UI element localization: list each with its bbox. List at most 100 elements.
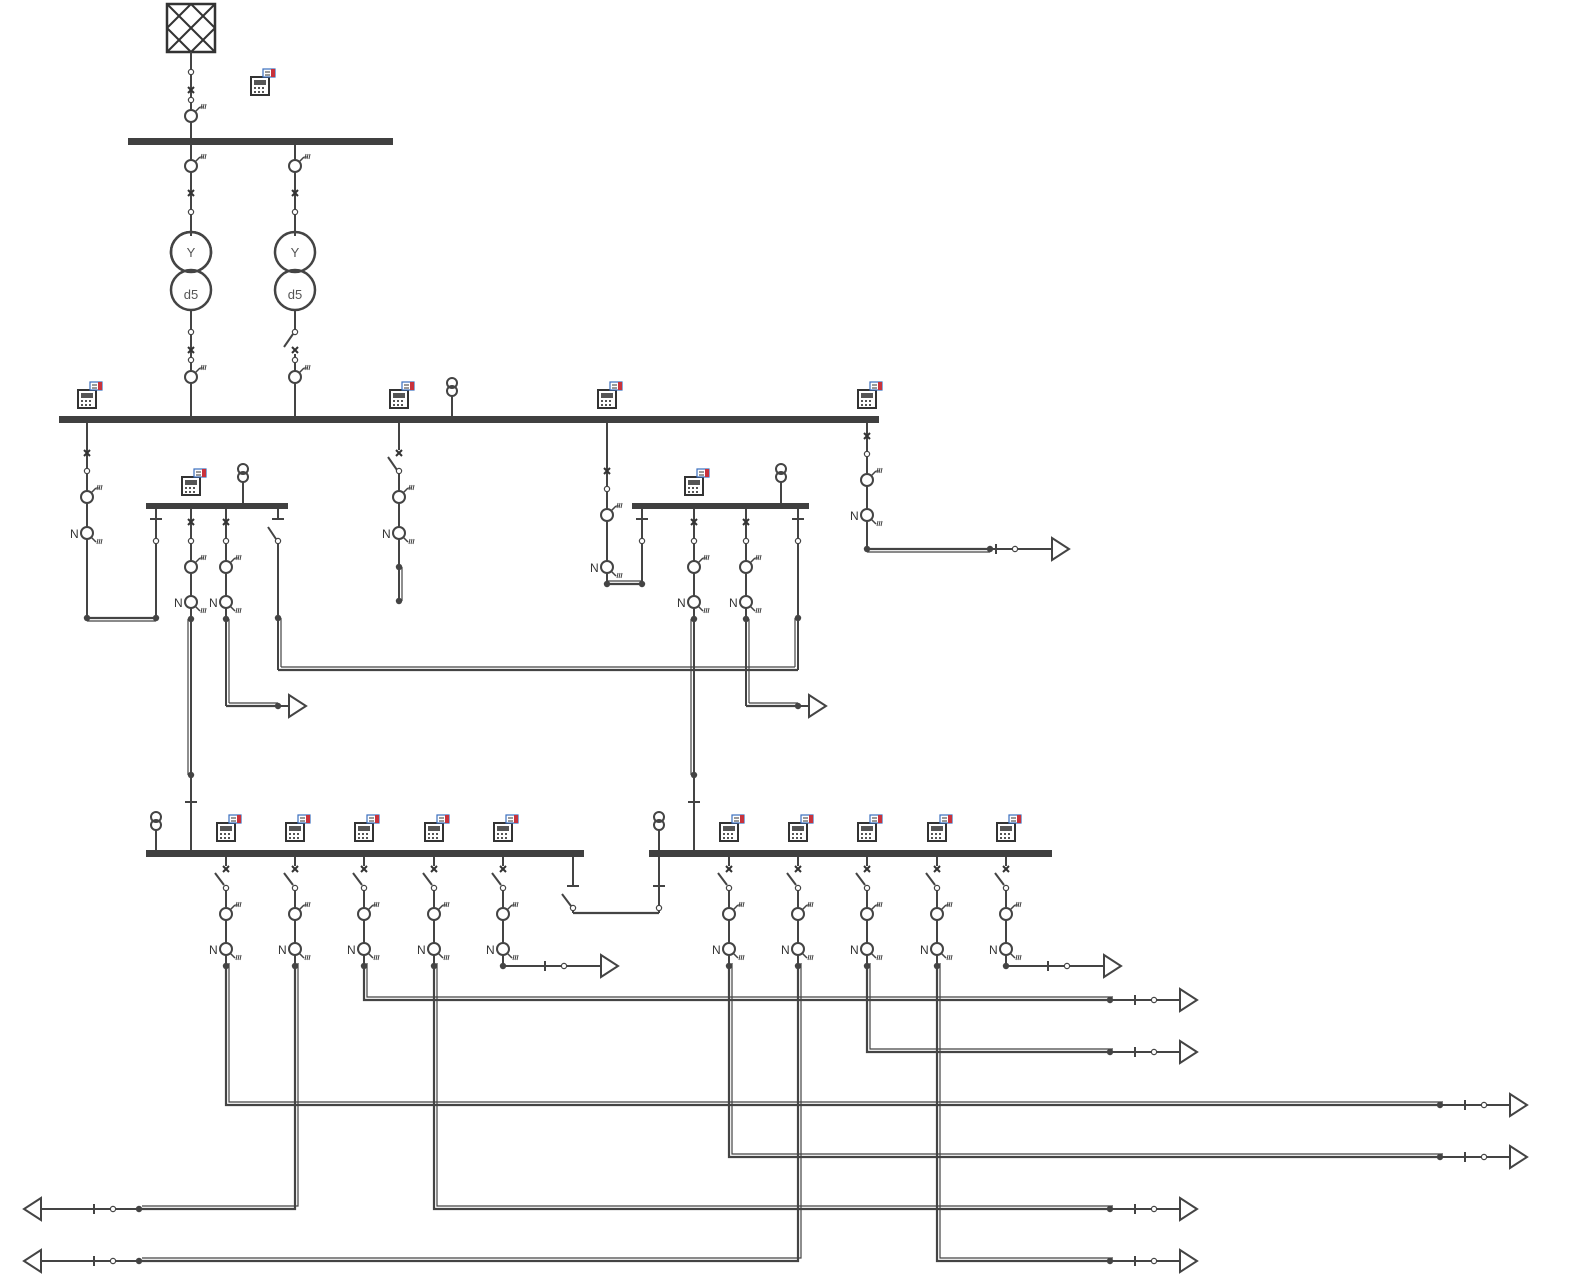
protection-relay-icon[interactable] (597, 381, 623, 409)
feeder-bay: N (677, 509, 710, 851)
load-arrow-icon (1179, 1040, 1198, 1064)
feeder-terminal (1106, 1197, 1198, 1221)
voltage-transformer-icon (775, 463, 787, 490)
cable-route (935, 966, 1110, 1263)
cable-route (432, 966, 1110, 1211)
protection-relay-icon[interactable] (285, 814, 311, 842)
circuit-breaker-icon (360, 865, 368, 873)
current-transformer-icon (427, 942, 450, 961)
feeder-terminal (23, 1197, 143, 1221)
load-arrow-icon (1179, 988, 1198, 1012)
cable-route (139, 966, 297, 1211)
neutral-label: N (347, 943, 356, 957)
voltage-transformer-icon (446, 377, 458, 404)
neutral-label: N (920, 943, 929, 957)
sub-busbar-left (146, 503, 288, 509)
feeder-bay: N (920, 857, 953, 970)
protection-relay-icon[interactable] (493, 814, 519, 842)
feeder-terminal (1006, 954, 1122, 978)
current-transformer-icon (930, 942, 953, 961)
circuit-breaker-icon (222, 865, 230, 873)
disconnector-icon (422, 872, 433, 886)
current-transformer-icon (288, 942, 311, 961)
current-transformer-icon (791, 942, 814, 961)
feeder-bay: N (417, 857, 450, 970)
load-arrow-icon (1179, 1197, 1198, 1221)
disconnector-icon (352, 872, 363, 886)
disconnector-icon (283, 872, 294, 886)
current-transformer-icon (791, 901, 814, 921)
disconnector-icon (214, 872, 225, 886)
circuit-breaker-icon (499, 865, 507, 873)
feeder-bay: N (209, 509, 307, 718)
feeder-bay: N (729, 509, 827, 718)
protection-relay-icon[interactable] (927, 814, 953, 842)
feeder-bay: N (174, 509, 207, 851)
grid-source-icon (165, 2, 217, 54)
protection-relay-icon[interactable] (857, 381, 883, 409)
circuit-breaker-icon (725, 865, 733, 873)
current-transformer-icon (357, 901, 380, 921)
neutral-label: N (781, 943, 790, 957)
feeder-terminal (1106, 1040, 1198, 1064)
protection-relay-icon[interactable] (719, 814, 745, 842)
neutral-label: N (382, 527, 391, 541)
current-transformer-icon (999, 901, 1022, 921)
load-arrow-icon (1509, 1145, 1528, 1169)
transformer-bay-1: Y d5 (169, 145, 213, 416)
feeder-bay: N (712, 857, 745, 970)
voltage-transformer-icon (653, 811, 665, 838)
feeder-bay: N (989, 857, 1022, 970)
protection-relay-icon[interactable] (216, 814, 242, 842)
protection-relay-icon[interactable] (424, 814, 450, 842)
protection-relay-icon[interactable] (181, 468, 207, 496)
feeder-terminal (1106, 1249, 1198, 1273)
neutral-label: N (850, 943, 859, 957)
current-transformer-icon (496, 942, 519, 961)
load-arrow-icon (1509, 1093, 1528, 1117)
protection-relay-icon[interactable] (684, 468, 710, 496)
transformer-primary-label: Y (187, 245, 196, 260)
feeder-terminal (23, 1249, 143, 1273)
neutral-label: N (989, 943, 998, 957)
load-arrow-icon (23, 1197, 42, 1221)
load-arrow-icon (288, 694, 307, 718)
neutral-label: N (486, 943, 495, 957)
protection-relay-icon[interactable] (250, 68, 276, 96)
disconnector-icon (491, 872, 502, 886)
current-transformer-icon (496, 901, 519, 921)
disconnector-icon (786, 872, 797, 886)
protection-relay-icon[interactable] (857, 814, 883, 842)
transformer-bay-2: Y d5 (273, 145, 317, 416)
current-transformer-icon (999, 942, 1022, 961)
neutral-label: N (712, 943, 721, 957)
lower-busbar-left (146, 850, 584, 857)
feeder-terminal (1106, 988, 1198, 1012)
feeder-bay: N (382, 423, 415, 605)
protection-relay-icon[interactable] (77, 381, 103, 409)
feeder-terminal (503, 954, 619, 978)
feeder-bay: N (486, 857, 519, 970)
cable-route (224, 966, 1440, 1107)
current-transformer-icon (930, 901, 953, 921)
circuit-breaker-icon (291, 865, 299, 873)
feeder-bay: N (850, 857, 883, 970)
protection-relay-icon[interactable] (389, 381, 415, 409)
protection-relay-icon[interactable] (354, 814, 380, 842)
feeder-bay: N (347, 857, 380, 970)
current-transformer-icon (722, 901, 745, 921)
neutral-label: N (590, 561, 599, 575)
feeder-bay: N (70, 423, 160, 622)
circuit-breaker-icon (430, 865, 438, 873)
protection-relay-icon[interactable] (788, 814, 814, 842)
cable-route (139, 966, 800, 1263)
feeder-bay: N (209, 857, 242, 970)
disconnector-icon (717, 872, 728, 886)
load-arrow-icon (600, 954, 619, 978)
protection-relay-icon[interactable] (996, 814, 1022, 842)
neutral-label: N (278, 943, 287, 957)
sub-busbar-right (632, 503, 809, 509)
current-transformer-icon (427, 901, 450, 921)
load-arrow-icon (1103, 954, 1122, 978)
